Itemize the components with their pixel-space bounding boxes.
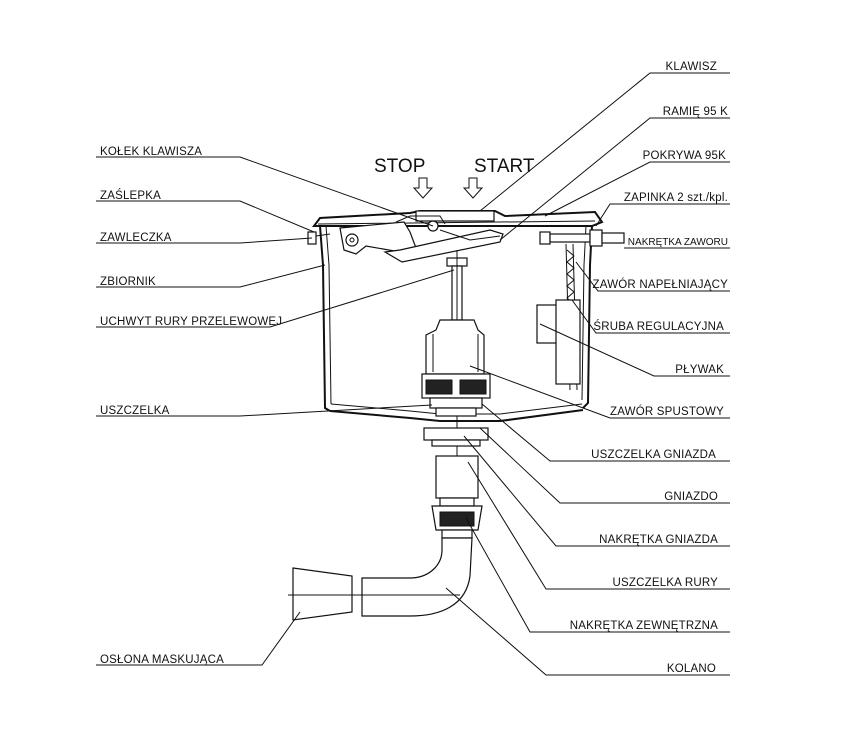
label-zaslepka: ZAŚLEPKA (100, 189, 161, 202)
label-plywak: PŁYWAK (675, 364, 724, 376)
leader-lines-right (445, 72, 730, 676)
label-zawleczka: ZAWLECZKA (100, 232, 172, 244)
stop-label: STOP (374, 156, 425, 177)
label-zapinka: ZAPINKA 2 szt./kpl. (624, 192, 728, 204)
fill-valve (536, 229, 625, 391)
stop-arrow-icon (412, 177, 434, 199)
label-kolano: KOLANO (667, 663, 716, 675)
label-ramie: RAMIĘ 95 K (663, 106, 728, 118)
start-label: START (474, 156, 535, 177)
leader-lines-left (96, 156, 455, 666)
label-zawor-spustowy: ZAWÓR SPUSTOWY (610, 405, 724, 418)
label-oslona: OSŁONA MASKUJĄCA (100, 654, 224, 666)
label-uszczelka: USZCZELKA (100, 405, 170, 417)
drain-pipe (288, 455, 483, 621)
label-zawor-napelniajacy: ZAWÓR NAPEŁNIAJĄCY (593, 278, 729, 291)
label-zbiornik: ZBIORNIK (100, 276, 156, 288)
lever-mechanism (307, 215, 504, 263)
label-sruba: ŚRUBA REGULACYJNA (593, 320, 724, 333)
label-nakretka-zaworu: NAKRĘTKA ZAWORU (628, 237, 728, 248)
label-nakretka-zewnetrzna: NAKRĘTKA ZEWNĘTRZNA (570, 620, 718, 632)
label-uchwyt-rury: UCHWYT RURY PRZELEWOWEJ (100, 316, 282, 328)
label-klawisz: KLAWISZ (666, 61, 717, 73)
flush-valve (421, 250, 491, 560)
label-uszczelka-gniazda: USZCZELKA GNIAZDA (591, 449, 716, 461)
label-gniazdo: GNIAZDO (664, 491, 718, 503)
label-uszczelka-rury: USZCZELKA RURY (613, 577, 719, 589)
label-nakretka-gniazda: NAKRĘTKA GNIAZDA (599, 534, 718, 546)
label-pokrywa: POKRYWA 95K (643, 150, 727, 162)
start-arrow-icon (462, 177, 484, 199)
label-kolek-klawisza: KOŁEK KLAWISZA (100, 146, 202, 158)
